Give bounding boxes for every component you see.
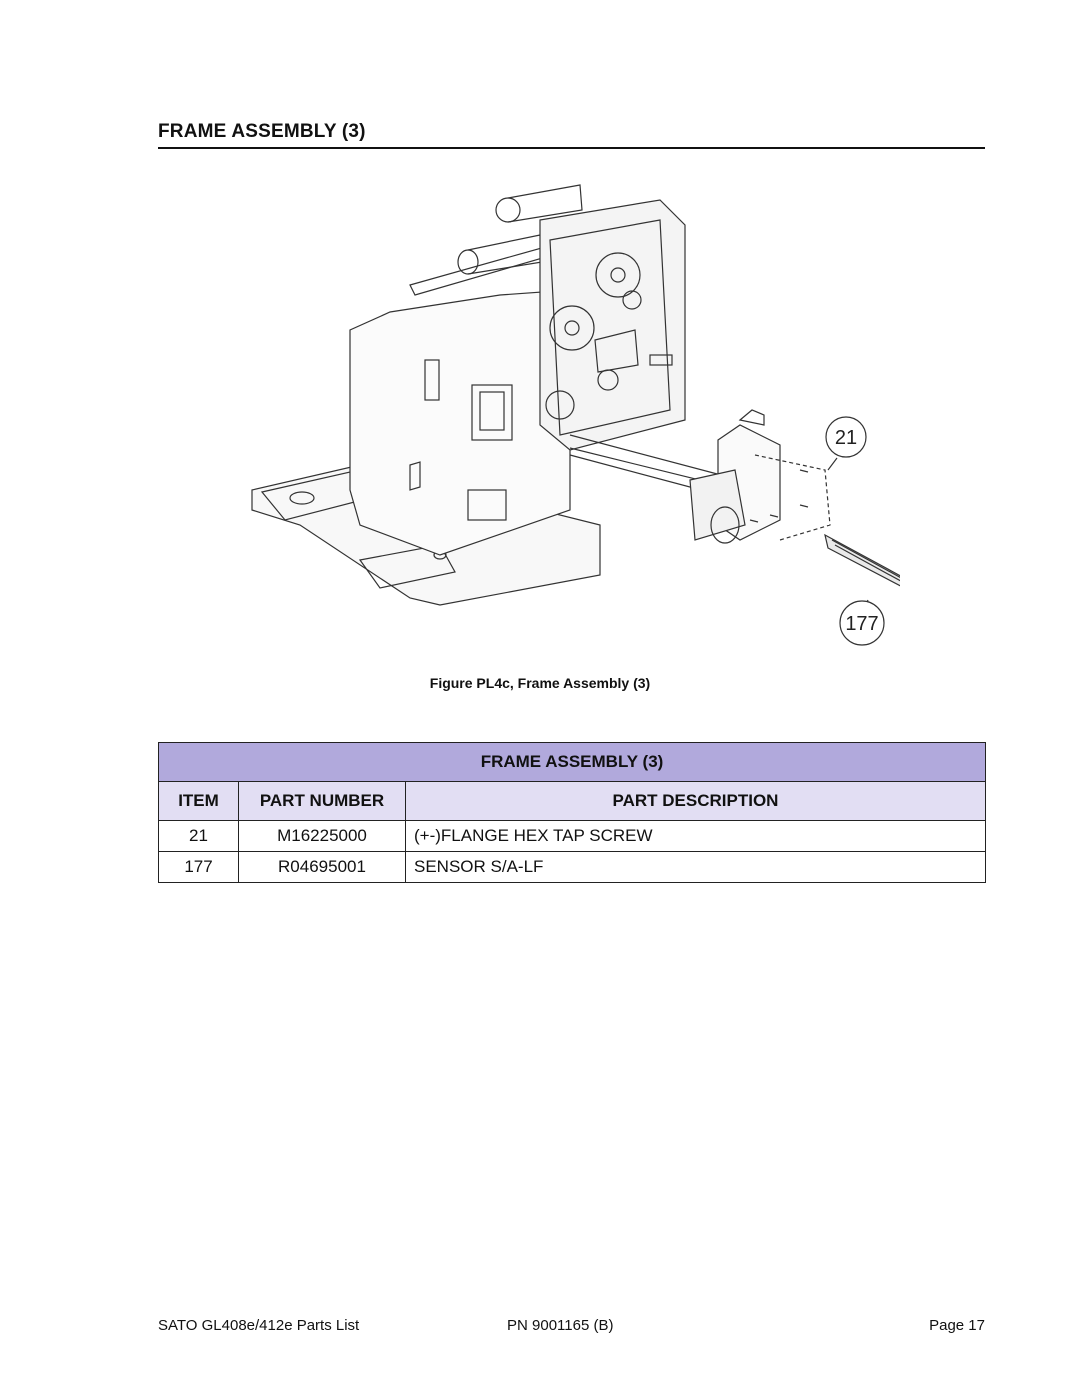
- part-number-cell: M16225000: [238, 820, 406, 852]
- footer-page-number: Page 17: [929, 1317, 985, 1334]
- description-cell: (+-)FLANGE HEX TAP SCREW: [405, 820, 986, 852]
- table-row: 177 R04695001 SENSOR S/A-LF: [158, 851, 986, 883]
- item-cell: 21: [158, 820, 239, 852]
- table-header-row: ITEM PART NUMBER PART DESCRIPTION: [158, 781, 986, 821]
- part-number-cell: R04695001: [238, 851, 406, 883]
- footer-document-title: SATO GL408e/412e Parts List: [158, 1317, 360, 1334]
- column-header-part-number: PART NUMBER: [238, 781, 406, 821]
- page-heading: FRAME ASSEMBLY (3): [158, 121, 985, 149]
- figure-caption: Figure PL4c, Frame Assembly (3): [429, 675, 651, 691]
- column-header-part-description: PART DESCRIPTION: [405, 781, 986, 821]
- table-title: FRAME ASSEMBLY (3): [158, 742, 986, 782]
- parts-table: FRAME ASSEMBLY (3) ITEM PART NUMBER PART…: [158, 742, 986, 883]
- table-row: 21 M16225000 (+-)FLANGE HEX TAP SCREW: [158, 820, 986, 852]
- column-header-item: ITEM: [158, 781, 239, 821]
- callout-21: 21: [835, 427, 857, 449]
- frame-assembly-drawing: 21 177: [251, 184, 900, 646]
- table-title-row: FRAME ASSEMBLY (3): [158, 742, 986, 782]
- description-cell: SENSOR S/A-LF: [405, 851, 986, 883]
- item-cell: 177: [158, 851, 239, 883]
- footer-part-number: PN 9001165 (B): [507, 1317, 614, 1334]
- callout-177: 177: [845, 613, 878, 635]
